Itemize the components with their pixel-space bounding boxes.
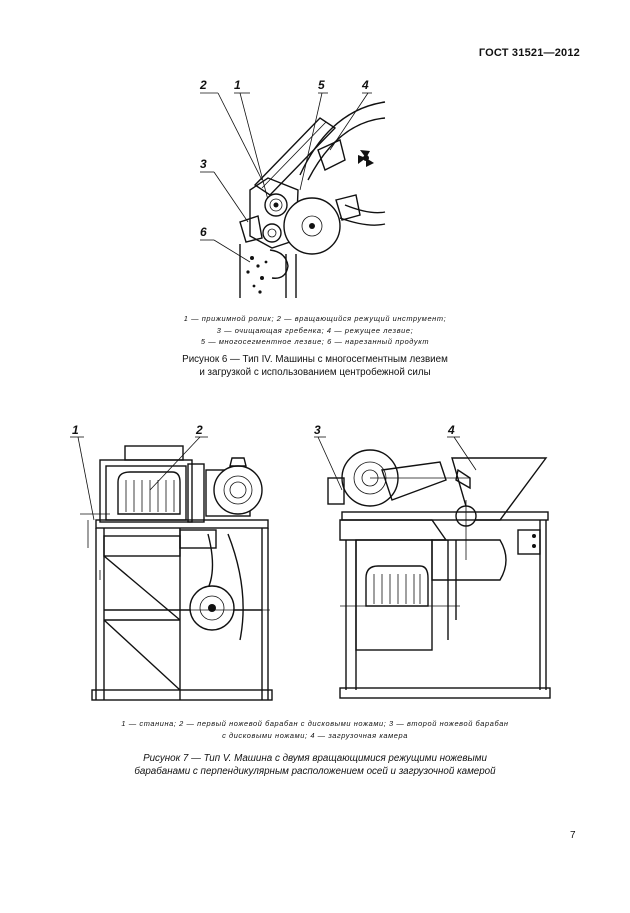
callout-5: 5	[318, 78, 325, 92]
callout-1: 1	[234, 78, 241, 92]
caption-line: и загрузкой с использованием центробежно…	[199, 367, 431, 378]
legend-line: 5 — многосегментное лезвие; 6 — нарезанн…	[200, 337, 430, 346]
figure-7-caption: Рисунок 7 — Тип V. Машина с двумя вращаю…	[40, 752, 590, 778]
standard-header: ГОСТ 31521—2012	[478, 47, 580, 59]
legend-line: 1 — прижимной ролик; 2 — вращающийся реж…	[183, 314, 447, 323]
caption-line: барабанами с перпендикулярным расположен…	[134, 766, 496, 777]
figure-7-legend: 1 — станина; 2 — первый ножевой барабан …	[60, 718, 570, 741]
legend-line: 1 — станина; 2 — первый ножевой барабан …	[121, 719, 509, 728]
callout-3: 3	[200, 157, 207, 171]
caption-line: Рисунок 6 — Тип IV. Машины с многосегмен…	[182, 354, 448, 365]
callout-1: 1	[72, 423, 79, 437]
callout-2: 2	[196, 423, 203, 437]
callout-4: 4	[448, 423, 455, 437]
legend-line: с дисковыми ножами; 4 — загрузочная каме…	[222, 730, 408, 740]
figure-6-caption: Рисунок 6 — Тип IV. Машины с многосегмен…	[60, 353, 570, 379]
figure-6-legend: 1 — прижимной ролик; 2 — вращающийся реж…	[100, 313, 530, 348]
callout-2: 2	[200, 78, 207, 92]
caption-line: Рисунок 7 — Тип V. Машина с двумя вращаю…	[143, 753, 487, 764]
legend-line: 3 — очищающая гребенка; 4 — режущее лезв…	[216, 325, 414, 335]
page-number: 7	[570, 830, 576, 841]
callout-6: 6	[200, 225, 207, 239]
callout-3: 3	[314, 423, 321, 437]
callout-4: 4	[362, 78, 369, 92]
